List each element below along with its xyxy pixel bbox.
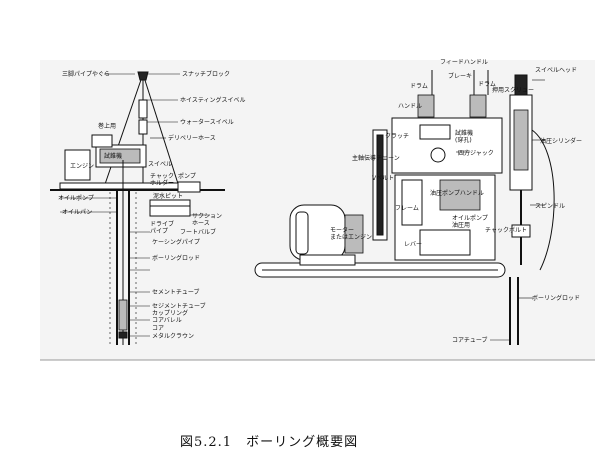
label-cement-coupling: セジメントチューブカップリング xyxy=(152,302,206,317)
label-pump: ポンプ xyxy=(178,172,196,180)
label-chuck-bolt: チャックボルト xyxy=(485,226,527,234)
pressure-gauge xyxy=(430,147,446,163)
label-feed-handle: フィードハンドル xyxy=(440,59,488,66)
figure-caption: 図5.2.1 ボーリング概要図 xyxy=(180,435,358,450)
pump-shape xyxy=(177,181,201,193)
label-handle-a: ハンドル xyxy=(398,103,422,110)
label-drum-a: ドラム xyxy=(410,83,428,90)
drum-a xyxy=(417,94,435,118)
label-machine-name: 試錐機 xyxy=(104,152,122,160)
label-oil-pump: オイルポンプ油圧用 xyxy=(452,214,488,229)
label-main-drive-chain: 主軸伝導チェーン xyxy=(352,154,400,162)
core-barrel-shape xyxy=(118,299,128,331)
label-oil-pump-handle: 油圧ポンプハンドル xyxy=(430,189,484,197)
label-hoisting-swivel: ホイスティングスイベル xyxy=(180,96,245,104)
label-hydraulic-cylinder: 油圧シリンダー xyxy=(540,137,582,145)
label-four-way-jack: 四方ジャック xyxy=(458,149,494,157)
label-foot-valve: フートバルブ xyxy=(180,228,216,236)
metal-crown-shape xyxy=(118,331,128,339)
snatch-block-shape xyxy=(137,71,149,81)
bore-hole xyxy=(109,160,137,345)
label-v-belt: Vベルト xyxy=(372,175,394,182)
label-swivel: スイベル xyxy=(148,161,172,168)
motor xyxy=(289,204,364,266)
label-snatch-block: スナッチブロック xyxy=(182,70,230,78)
engine-box xyxy=(64,149,91,181)
label-core-barrel: コアバレル xyxy=(152,317,182,324)
hoisting-swivel-shape xyxy=(138,99,148,119)
right-boring-machine: ハンドル ドラム ブレーキ ドラム フィードハンドル スイベルヘッド 押用スクリ… xyxy=(254,59,582,345)
label-casing-pipe: ケーシングパイプ xyxy=(152,238,200,246)
label-delivery-hose: デリベリーホース xyxy=(168,134,216,142)
label-metal-crown: メタルクラウン xyxy=(152,332,194,340)
label-oil-bowl: オイルパン xyxy=(62,209,92,216)
label-mud-pit: 泥水ピット xyxy=(153,192,183,200)
spindle-column xyxy=(509,74,555,271)
label-chuck-holder: チャックホルダー xyxy=(150,173,174,187)
label-drum-brake: ブレーキ xyxy=(448,72,472,80)
label-winch: 巻上用 xyxy=(98,122,116,130)
label-boring-rod-right: ボーリングロッド xyxy=(532,294,580,302)
label-motor-engine: モーターまたはエンジン xyxy=(330,226,372,241)
label-suction-hose: サクションホース xyxy=(192,213,222,227)
label-pressure-screw: 押用スクリュー xyxy=(492,86,534,94)
label-spindle: スピンドル xyxy=(535,203,565,210)
label-drive-pipe: ドライブパイプ xyxy=(150,220,174,235)
label-core: コア xyxy=(152,325,164,332)
label-engine: エンジン xyxy=(70,163,94,170)
label-swivel-head: スイベルヘッド xyxy=(535,67,577,74)
label-water-swivel: ウォータースイベル xyxy=(180,118,234,126)
label-pipe-yagura: 三脚パイプやぐら xyxy=(62,70,110,78)
label-machine-name-right: 試錐機(穿孔) xyxy=(455,129,473,144)
mud-pit xyxy=(149,199,191,217)
label-drum-b: ドラム xyxy=(478,81,496,88)
label-oil-pump: オイルポンプ xyxy=(58,194,94,202)
label-cement-tube: セメントチューブ xyxy=(152,288,200,296)
label-frame: フレーム xyxy=(395,205,419,212)
label-boring-rod: ボーリングロッド xyxy=(152,254,200,262)
left-boring-rig: 三脚パイプやぐら スナッチブロック ホイスティングスイベル ウォータースイベル … xyxy=(50,70,245,345)
drum-b xyxy=(469,94,487,118)
label-clutch: クラッチ xyxy=(385,133,409,140)
label-lever: レバー xyxy=(404,241,422,248)
label-core-tube: コアチューブ xyxy=(452,336,488,344)
